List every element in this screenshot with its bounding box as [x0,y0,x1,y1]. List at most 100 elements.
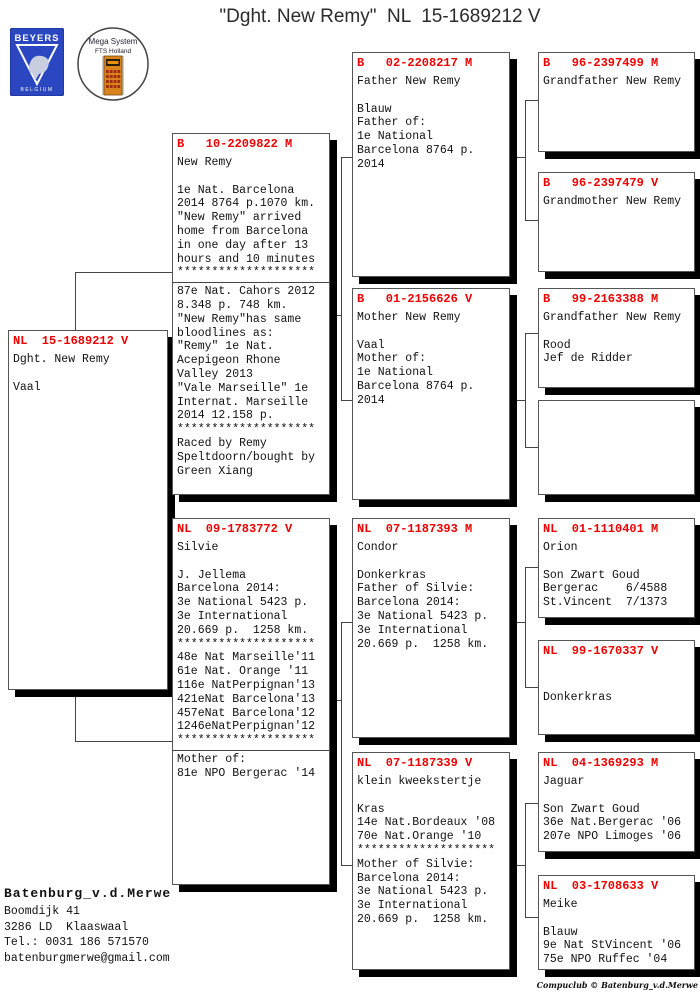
box-text-line: 48e Nat Marseille'11 [177,651,316,665]
box-text-line: "New Remy"has same [177,312,302,326]
box-text-line: Barcelona 8764 p. [357,379,475,393]
ring-number: NL 07-1187393 M [357,522,473,536]
connector-line [75,272,172,273]
box-text-line: 2014 [357,157,385,171]
box-text-line: 61e Nat. Orange '11 [177,665,309,679]
box-text-line: 14e Nat.Bordeaux '08 [357,816,496,830]
pedigree-box-sire-sire-dam: B 96-2397479 V Grandmother New Remy [538,172,695,272]
connector-line [342,622,352,623]
box-text-line: ******************** [177,266,316,280]
box-text-line: 1246eNatPerpignan'12 [177,720,316,734]
box-text-line: Donkerkras [357,568,427,582]
connector-line [526,333,538,334]
contact-address-line: Boomdijk 41 [4,905,80,918]
box-text-line: Silvie [177,541,219,554]
box-text-line: 3e National 5423 p. [357,885,489,899]
box-text-line: Father of Silvie: [357,582,475,596]
connector-line [525,333,526,448]
box-text-line: Raced by Remy [177,436,267,450]
box-text-line [357,325,509,339]
connector-line [75,690,76,742]
box-text-line: Internat. Marseille [177,395,309,409]
connector-line [75,272,76,330]
box-text-line: 70e Nat.Orange '10 [357,830,482,844]
box-body: Donkerkras [543,663,694,704]
box-text-line: 81e NPO Bergerac '14 [177,766,316,780]
box-text-line [177,170,329,184]
box-text-line [543,325,694,339]
box-text-line: 3e National 5423 p. [357,609,489,623]
connector-line [525,803,526,918]
connector-line [526,917,538,918]
box-text-line: Mother of: [177,752,247,766]
box-text-line: Dght. New Remy [13,353,110,366]
box-text-line: 9e Nat StVincent '06 [543,939,682,953]
box-text-line: 457eNat Barcelona'12 [177,706,316,720]
pigeon-icon [28,55,49,81]
box-text-line: Son Zwart Goud [543,568,640,582]
box-text-line: hours and 10 minutes [177,252,316,266]
box-text-line [357,555,509,569]
contact-name: Batenburg_v.d.Merwe [4,886,172,901]
box-text-line: New Remy [177,156,233,169]
box-text-line: "Remy" 1e Nat. [177,340,274,354]
ring-number: NL 01-1110401 M [543,522,659,536]
connector-line [342,400,352,401]
box-text-line: ******************** [177,734,316,748]
box-text-line: Valley 2013 [177,367,253,381]
box-text-line: 207e NPO Limoges '06 [543,830,682,844]
box-text-line: ******************** [177,637,316,651]
separator-line [173,749,329,751]
box-text-line: 421eNat Barcelona'13 [177,692,316,706]
box-text-line: Donkerkras [543,690,613,704]
box-text-line: 1e National [357,130,433,144]
box-text-line: Mother of Silvie: [357,857,475,871]
box-text-line: Acepigeon Rhone [177,354,281,368]
box-text-line: Barcelona 2014: [357,596,461,610]
box-text-line: "Vale Marseille" 1e [177,381,309,395]
box-text-line: 8.348 p. 748 km. [177,298,288,312]
box-body: Grandfather New Remy [543,75,694,89]
connector-line [526,803,538,804]
box-text-line: 1e National [357,366,433,380]
connector-line [526,100,538,101]
box-text-line: 3e International [177,609,288,623]
box-text-line: 20.669 p. 1258 km. [357,912,489,926]
box-text-line: 20.669 p. 1258 km. [177,623,309,637]
box-text-line: 36e Nat.Bergerac '06 [543,816,682,830]
box-text-line: Jaguar [543,775,585,788]
compuclub-credit: Compuclub © Batenburg_v.d.Merwe [536,980,698,990]
beyers-logo: BEYERS BELGIUM [10,28,64,96]
connector-line [526,447,538,448]
beyers-logo-text: BEYERS [14,33,59,44]
box-text-line: 2014 8764 p.1070 km. [177,197,316,211]
box-text-line: home from Barcelona [177,224,309,238]
pedigree-box-sire-dam-sire: B 99-2163388 M Grandfather New Remy Rood… [538,288,695,388]
connector-line [526,220,538,221]
ring-number: B 02-2208217 M [357,56,473,70]
pedigree-box-sire: B 10-2209822 M New Remy 1e Nat. Barcelon… [172,133,330,495]
box-text-line: Vaal [357,338,385,352]
connector-line [341,157,342,401]
connector-line [525,100,526,221]
connector-line [342,157,352,158]
box-text-line [543,789,694,803]
box-text-line: Father of: [357,116,427,130]
box-text-line: Grandfather New Remy [543,311,682,324]
connector-line [512,622,525,623]
ring-number: B 96-2397479 V [543,176,659,190]
box-text-line: Green Xiang [177,464,253,478]
box-text-line: ******************** [177,423,316,437]
box-text-line: 2014 12.158 p. [177,409,274,423]
